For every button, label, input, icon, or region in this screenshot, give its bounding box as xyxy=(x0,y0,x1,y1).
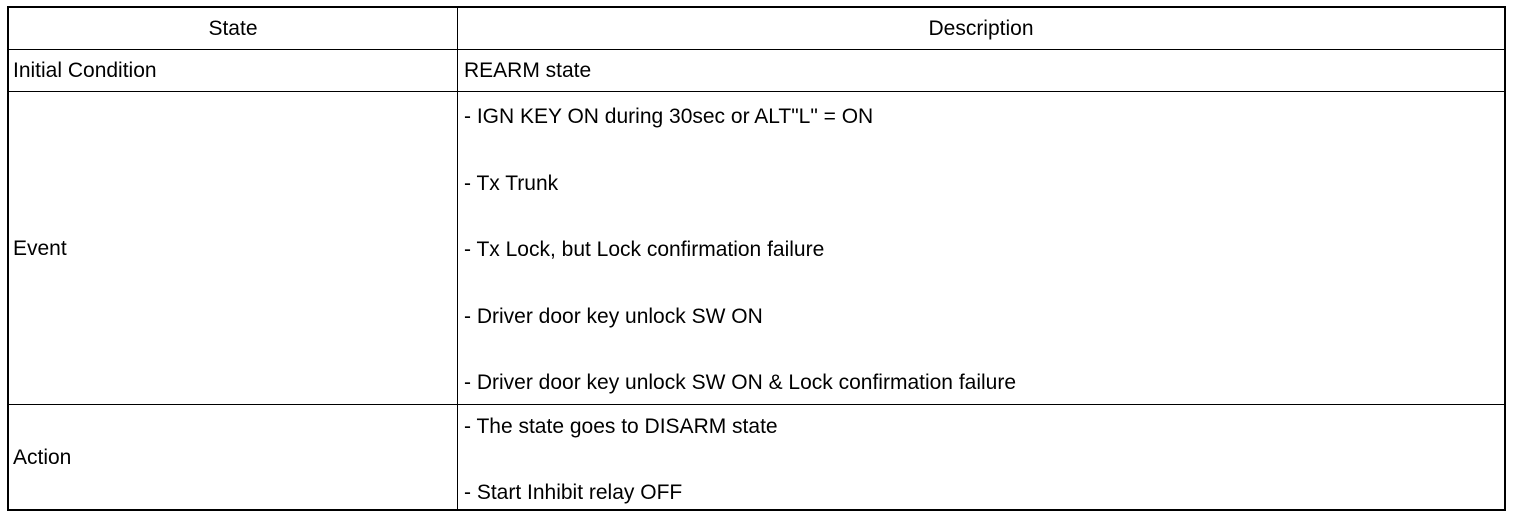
description-list: - The state goes to DISARM state - Start… xyxy=(458,405,1504,509)
state-table: State Description Initial Condition REAR… xyxy=(7,6,1506,511)
state-cell: Action xyxy=(13,445,72,469)
state-cell: Initial Condition xyxy=(13,59,157,82)
description-item: - Tx Trunk xyxy=(464,172,559,195)
description-item: - Start Inhibit relay OFF xyxy=(464,481,683,504)
description-cell: REARM state xyxy=(464,59,592,82)
table-row-event: Event - IGN KEY ON during 30sec or ALT"L… xyxy=(9,92,1504,405)
column-divider xyxy=(457,50,458,91)
table-row-action: Action - The state goes to DISARM state … xyxy=(9,405,1504,509)
header-state: State xyxy=(208,17,258,40)
table-header-row: State Description xyxy=(9,8,1504,50)
column-divider xyxy=(457,8,458,49)
column-divider xyxy=(457,92,458,404)
description-item: - Driver door key unlock SW ON & Lock co… xyxy=(464,371,1017,394)
header-description: Description xyxy=(928,17,1034,40)
table-row-initial-condition: Initial Condition REARM state xyxy=(9,50,1504,92)
description-item: - IGN KEY ON during 30sec or ALT"L" = ON xyxy=(464,105,874,128)
description-list: - IGN KEY ON during 30sec or ALT"L" = ON… xyxy=(458,92,1504,404)
description-item: - Tx Lock, but Lock confirmation failure xyxy=(464,238,825,261)
description-item: - The state goes to DISARM state xyxy=(464,415,778,438)
column-divider xyxy=(457,405,458,509)
description-item: - Driver door key unlock SW ON xyxy=(464,305,763,328)
state-cell: Event xyxy=(13,236,67,260)
